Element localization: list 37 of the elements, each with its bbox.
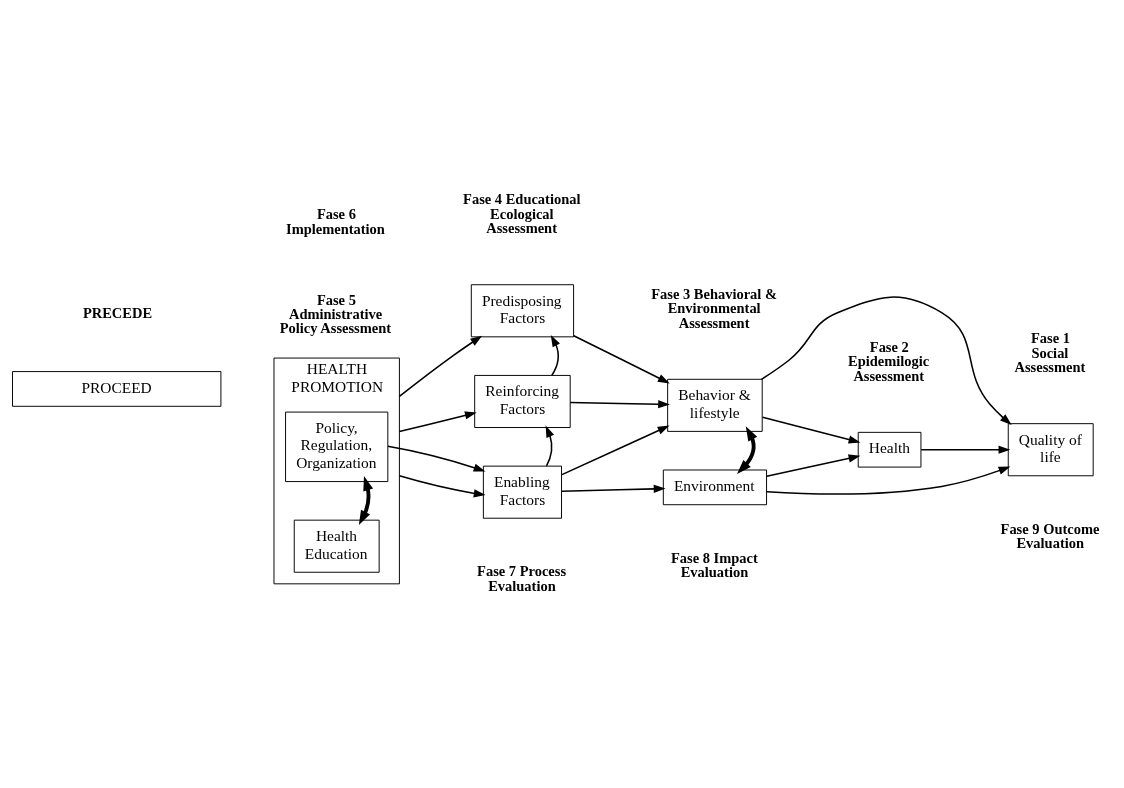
node-box: Policy, Regulation, Organization xyxy=(285,411,389,483)
arrow xyxy=(398,411,477,433)
arrow xyxy=(920,445,1011,454)
arrow xyxy=(737,426,758,474)
arrow xyxy=(561,484,666,493)
label: Fase 8 Impact Evaluation xyxy=(671,549,758,581)
arrow xyxy=(550,334,560,377)
label: Fase 9 Outcome Evaluation xyxy=(1000,520,1100,552)
node-box: Environment xyxy=(662,469,768,506)
node-box: Behavior & lifestyle xyxy=(667,378,763,432)
arrow xyxy=(569,400,670,409)
label: Fase 1 Social Assessment xyxy=(1014,330,1086,376)
label: Fase 5 Administrative Policy Assessment xyxy=(279,291,392,337)
label: Fase 3 Behavioral & Environmental Assessment xyxy=(651,285,778,331)
arrow xyxy=(766,466,1011,495)
arrow xyxy=(358,476,374,525)
arrow xyxy=(387,445,486,472)
label: Fase 7 Process Evaluation xyxy=(477,563,567,594)
arrow xyxy=(545,425,555,467)
node-box: Reinforcing Factors xyxy=(474,374,571,428)
arrow xyxy=(760,296,1012,425)
arrow xyxy=(398,335,483,398)
label: Fase 2 Epidemilogic Assessment xyxy=(848,338,930,384)
node-box: Health xyxy=(857,431,922,468)
label: Fase 4 Educational Ecological Assessment xyxy=(463,191,581,237)
arrow xyxy=(398,475,486,498)
arrow xyxy=(766,454,861,478)
arrow xyxy=(761,416,861,444)
arrow xyxy=(561,425,670,476)
label: Fase 6 Implementation xyxy=(286,206,385,237)
node-box: PROCEED xyxy=(12,371,222,407)
node-box: Predisposing Factors xyxy=(470,284,575,338)
node-box: Enabling Factors xyxy=(482,465,562,519)
arrow xyxy=(572,335,670,384)
node-box: Quality of life xyxy=(1007,423,1094,477)
label: PRECEDE xyxy=(82,305,153,322)
node-box: Health Education xyxy=(293,519,380,573)
